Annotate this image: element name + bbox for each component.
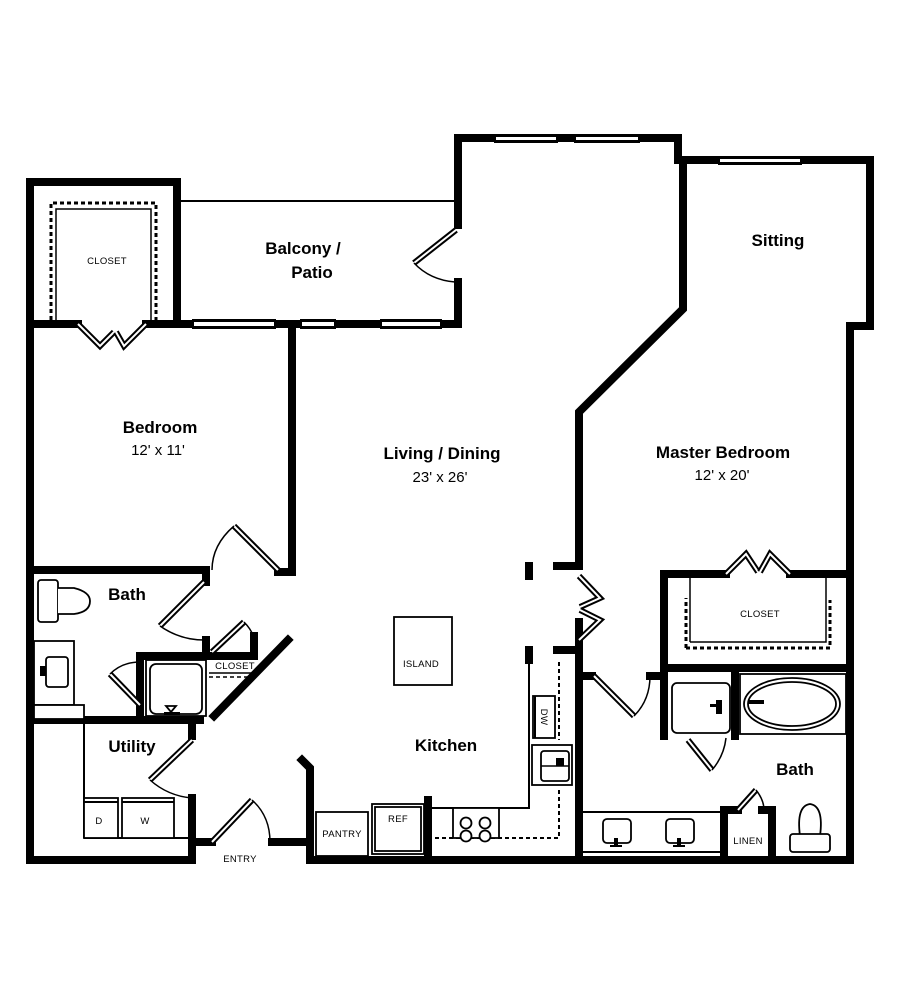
doors (75, 227, 793, 845)
linen-label: LINEN (733, 836, 762, 847)
island (393, 616, 453, 686)
bath-fixtures (33, 579, 207, 720)
master-bath-label: Bath (776, 760, 814, 779)
fixture-labels: ISLAND D W PANTRY REF DW ENTRY (95, 659, 549, 865)
bedroom-closet-label: CLOSET (87, 256, 127, 267)
bedroom-label: Bedroom (123, 418, 198, 437)
master-bath-fixtures (583, 673, 847, 853)
island-label: ISLAND (403, 659, 439, 670)
room-labels: CLOSET Balcony / Patio Sitting Bedroom 1… (87, 231, 814, 847)
dishwasher-label: DW (538, 709, 549, 725)
balcony-label-1: Balcony / (265, 239, 341, 258)
washer-label: W (140, 816, 149, 827)
windows (192, 134, 802, 329)
hall-closet-label: CLOSET (215, 661, 255, 672)
closet-shelves (49, 201, 832, 678)
kitchen-label: Kitchen (415, 736, 477, 755)
master-closet-label: CLOSET (740, 609, 780, 620)
living-dining-label: Living / Dining (383, 444, 500, 463)
laundry-fixtures (83, 724, 188, 839)
dryer-label: D (95, 816, 102, 827)
bedroom-dimensions: 12' x 11' (131, 442, 185, 459)
bath-label: Bath (108, 585, 146, 604)
balcony-label-2: Patio (291, 263, 333, 282)
sitting-label: Sitting (752, 231, 805, 250)
master-bedroom-label: Master Bedroom (656, 443, 790, 462)
walls (26, 134, 874, 864)
entry-label: ENTRY (223, 854, 257, 865)
kitchen-fixtures (315, 616, 573, 857)
master-bedroom-dimensions: 12' x 20' (695, 467, 750, 484)
pantry-label: PANTRY (322, 829, 362, 840)
utility-label: Utility (108, 737, 156, 756)
living-dining-dimensions: 23' x 26' (413, 469, 468, 486)
refrigerator-label: REF (388, 814, 408, 825)
